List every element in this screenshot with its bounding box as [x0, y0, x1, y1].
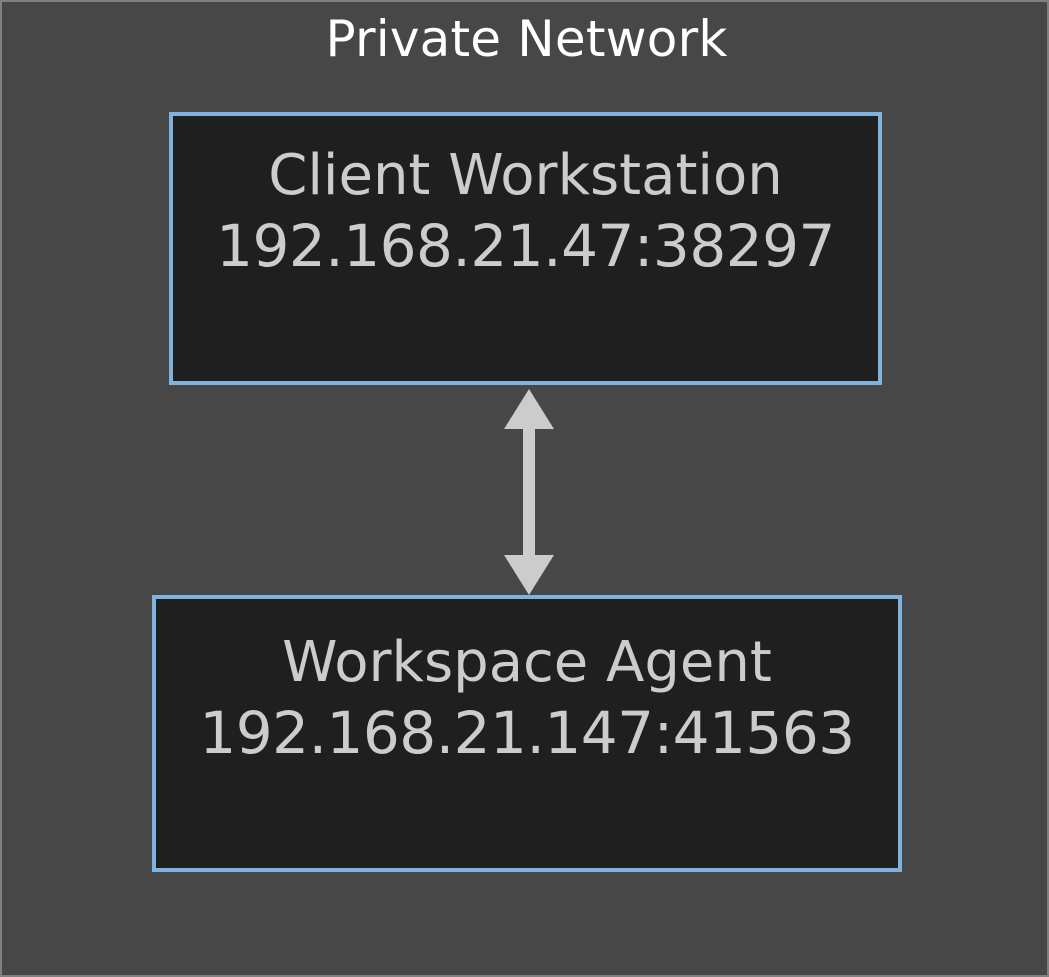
bidirectional-arrow-icon [479, 385, 579, 599]
node-client-workstation-address: 192.168.21.47:38297 [216, 212, 835, 280]
node-workspace-agent[interactable]: Workspace Agent 192.168.21.147:41563 [152, 595, 902, 872]
node-workspace-agent-label: Workspace Agent [282, 630, 772, 695]
bidirectional-arrow-svg [504, 389, 554, 595]
node-client-workstation-label: Client Workstation [268, 143, 783, 208]
arrow-shape [504, 389, 554, 595]
node-workspace-agent-address: 192.168.21.147:41563 [199, 699, 855, 767]
diagram-title: Private Network [325, 10, 728, 68]
node-client-workstation[interactable]: Client Workstation 192.168.21.47:38297 [169, 112, 882, 385]
